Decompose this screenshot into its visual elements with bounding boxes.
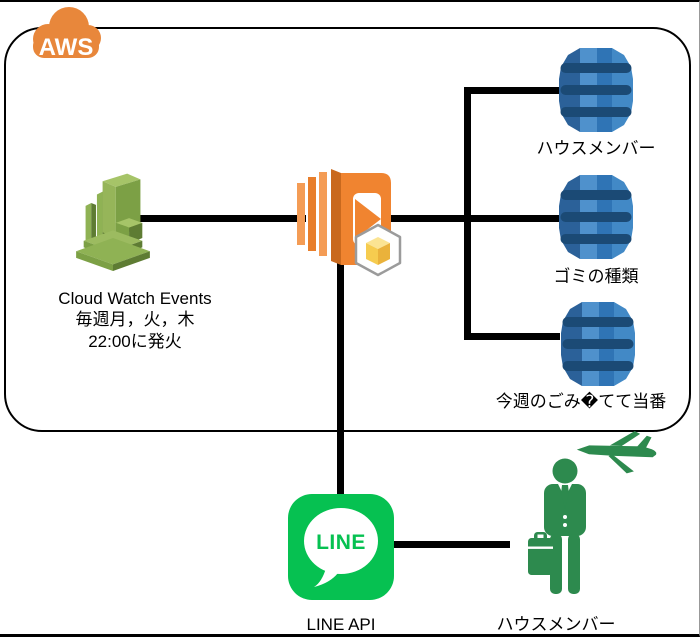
- dynamodb-table-label: 今週のごみ�てて当番: [495, 392, 667, 411]
- dynamodb-table-label: ハウスメンバー: [536, 139, 656, 158]
- dynamodb-table-label: ゴミの種類: [553, 267, 639, 286]
- business-person-icon: [528, 458, 586, 594]
- aws-logo-label: AWS: [39, 34, 94, 60]
- dynamodb-icon: [559, 175, 633, 259]
- deployment-package-icon: [354, 223, 402, 277]
- cloudwatch-events-node: Cloud Watch Events 毎週月，火，木 22:00に発火: [33, 288, 237, 352]
- line-logo-text: LINE: [316, 531, 366, 554]
- line-api-label: LINE API: [306, 615, 376, 634]
- connector-line-person: [390, 541, 510, 548]
- dynamodb-icon: [559, 48, 633, 132]
- cloudwatch-events-icon: [76, 173, 150, 272]
- line-api-node: LINE API: [241, 614, 441, 634]
- connector-branch-bottom: [467, 333, 560, 340]
- cloudwatch-trigger-label: 22:00に発火: [88, 331, 182, 351]
- dynamodb-node: ハウスメンバー: [496, 138, 696, 159]
- aws-logo-icon: AWS: [33, 7, 101, 60]
- dynamodb-icon: [561, 302, 635, 386]
- house-member-label: ハウスメンバー: [496, 615, 616, 634]
- aws-cloud-boundary: [4, 27, 691, 432]
- lambda-icon: [297, 169, 402, 277]
- line-app-icon: LINE: [288, 494, 394, 600]
- dynamodb-node: ゴミの種類: [496, 266, 696, 287]
- airplane-icon: [576, 431, 657, 474]
- connector-trunk-vertical: [464, 87, 471, 340]
- dynamodb-node: 今週のごみ�てて当番: [481, 391, 681, 412]
- connector-lambda-line: [337, 252, 344, 496]
- house-member-node: ハウスメンバー: [456, 614, 656, 634]
- connector-branch-top: [467, 87, 560, 94]
- cloudwatch-events-label: Cloud Watch Events: [58, 289, 212, 308]
- cloudwatch-schedule-label: 毎週月，火，木: [75, 310, 195, 330]
- connector-cloudwatch-lambda: [138, 215, 306, 222]
